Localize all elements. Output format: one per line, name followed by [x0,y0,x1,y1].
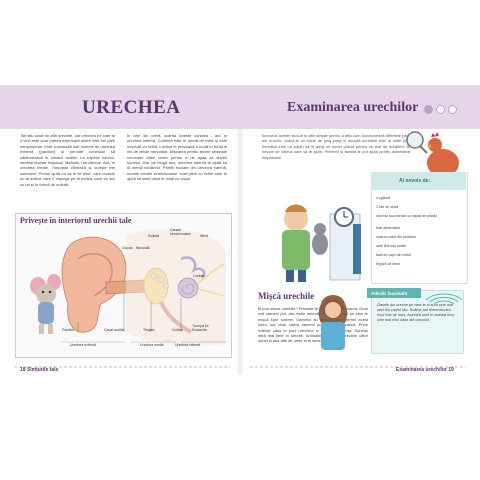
label-ciocan: Ciocan [122,246,133,250]
ruler-decoration [14,357,230,368]
need-item: sare fină sau zahăr [376,244,406,248]
page-title-left: URECHEA [82,97,181,118]
label-pavilion: Pavilion [62,328,75,332]
footer-right: Examinarea urechilor 19 [396,367,454,373]
label-urechea-medie: Urechea medie [140,343,164,347]
label-scarita: Scăriță [148,234,159,238]
fact-text: Oasele din ureche pe care le ai sunt cel… [377,303,455,322]
boy-with-cat-illustration [282,204,361,282]
need-item: folie alimentară [376,226,400,230]
needs-header [371,172,466,190]
hen-illustration [406,131,459,184]
need-item: castron mare din porțelan [376,235,416,239]
need-item: lingură de lemn [376,262,400,266]
needs-title: Ai nevoie de: [399,178,431,184]
need-item: 2 bile de sticlă [376,205,399,209]
label-nervi: Nervi [200,234,209,238]
label-urechea-interna: Urechea internă [175,343,200,347]
right-intro: Încearcă aceste trucuri și alte simple p… [262,133,410,160]
left-col-1: Toți știu unde se află urechile, dar ure… [20,133,115,187]
clock-icon [334,207,354,227]
ear-illustration [30,229,226,346]
label-urechea-externa: Urechea externă [70,343,96,347]
diagram-title: Privește în interiorul urechii tale [20,216,132,225]
fact-title: Adevăr fascinant [371,291,408,296]
label-trompa: Trompa lui Eustachio [192,324,209,332]
need-item: lacă de capri din metal [376,253,412,257]
page-title-right: Examinarea urechilor [287,100,419,115]
mouse-illustration [30,274,61,334]
section-title-balance: Mișcă urechile [258,291,315,301]
fact-tab [367,288,421,298]
left-col-2: În cele din urmă, scărița lovește cohlee… [127,133,227,182]
decor-dots [424,105,457,114]
label-canal-auditiv: Canal auditiv [104,328,125,332]
balance-text: Îți poți mișca urechile? Privește-te în … [258,306,368,344]
book-spine [236,129,244,374]
ear-diagram [15,213,232,358]
label-canale: Canale semicirculare [170,228,191,236]
need-item: cea mic sau borcan cu capac de plastic [376,214,438,218]
needs-box [371,172,468,284]
need-item: o oglindă [376,196,391,200]
ruler-decoration-right [250,357,466,368]
label-nicovala: Nicovală [136,246,150,250]
footer-left: 18 Simțurile tale [20,367,59,373]
label-cohlee-bottom: Cohlee [172,328,184,332]
girl-illustration [318,295,348,350]
fingerprint-icon [425,293,463,305]
header-band [0,85,480,129]
label-timpan: Timpan [143,328,155,332]
label-cohlee: Cohlee [193,274,205,278]
